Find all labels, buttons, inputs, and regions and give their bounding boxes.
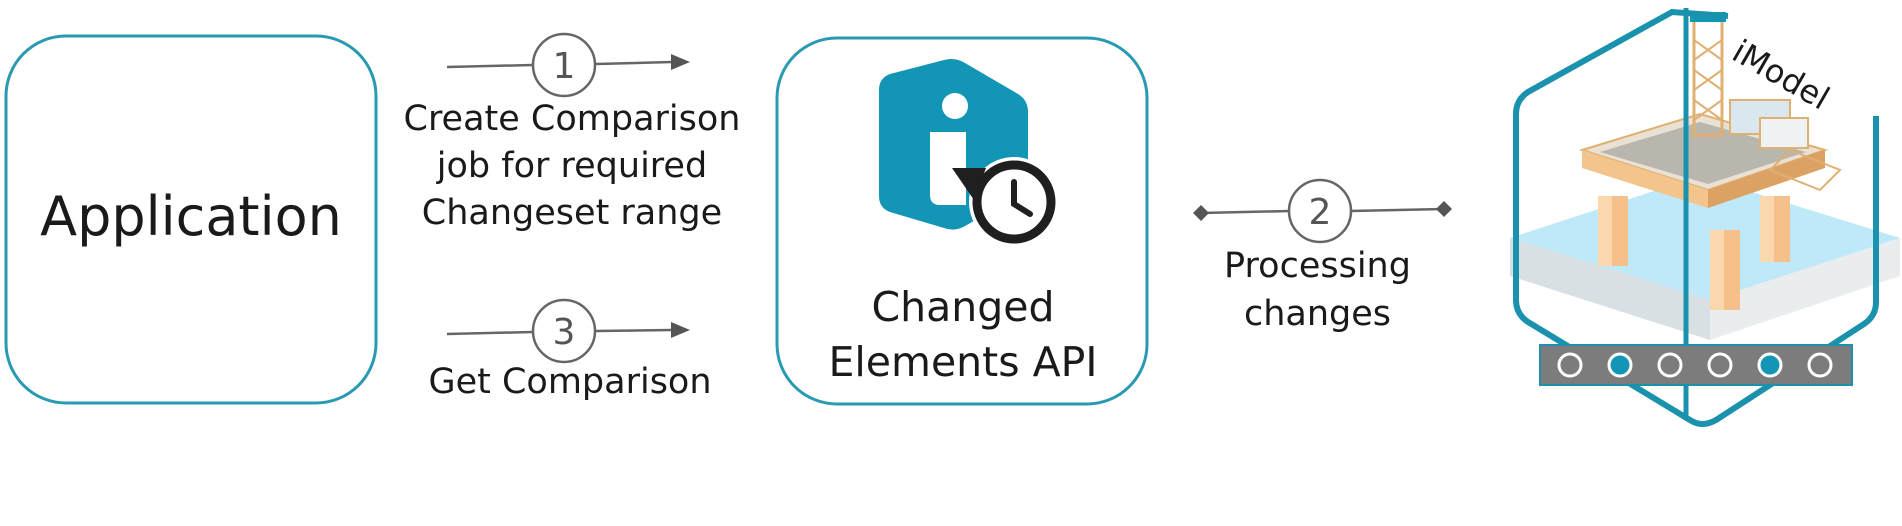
step1-label: Create Comparison job for required Chang… xyxy=(395,96,749,237)
api-label-line: Elements API xyxy=(828,338,1098,386)
application-box xyxy=(4,34,378,405)
changeset-dot xyxy=(1757,352,1783,378)
changeset-dot xyxy=(1657,352,1683,378)
api-label-line: Changed xyxy=(871,283,1055,331)
api-label: Changed Elements API xyxy=(778,280,1148,390)
changeset-dot xyxy=(1557,352,1583,378)
step2-line: Processing xyxy=(1224,246,1411,286)
step2-line: changes xyxy=(1243,294,1392,334)
offshore-platform-icon xyxy=(1578,12,1842,310)
step1-line: Changeset range xyxy=(421,193,723,233)
step1-line: Create Comparison xyxy=(403,99,741,139)
changed-elements-info-history-icon xyxy=(879,59,1059,247)
application-label: Application xyxy=(40,185,342,248)
step2-circle xyxy=(1287,178,1353,244)
step3-connector: 3 xyxy=(446,298,690,364)
changeset-dot xyxy=(1707,352,1733,378)
changeset-dots xyxy=(1557,352,1833,378)
step1-circle xyxy=(531,32,597,98)
step2-number: 2 xyxy=(1309,192,1332,233)
changeset-dot xyxy=(1607,352,1633,378)
step3-line: Get Comparison xyxy=(428,362,712,402)
diamond-end-icon xyxy=(1436,201,1452,217)
step1-connector: 1 xyxy=(446,32,690,98)
step2-connector: 2 xyxy=(1193,178,1452,244)
changeset-timeline xyxy=(1539,344,1853,386)
step2-label: Processing changes xyxy=(1210,242,1425,338)
step1-number: 1 xyxy=(553,46,576,87)
diamond-end-icon xyxy=(1193,205,1209,221)
step3-circle xyxy=(531,298,597,364)
arrow-right-icon xyxy=(671,322,690,338)
step1-line: job for required xyxy=(436,146,708,186)
arrow-right-icon xyxy=(671,54,690,70)
changeset-dot xyxy=(1807,352,1833,378)
step3-number: 3 xyxy=(553,312,576,353)
imodel-hexagon-outline xyxy=(1513,8,1879,427)
step3-label: Get Comparison xyxy=(420,362,720,402)
imodel-graphic xyxy=(1510,8,1900,427)
